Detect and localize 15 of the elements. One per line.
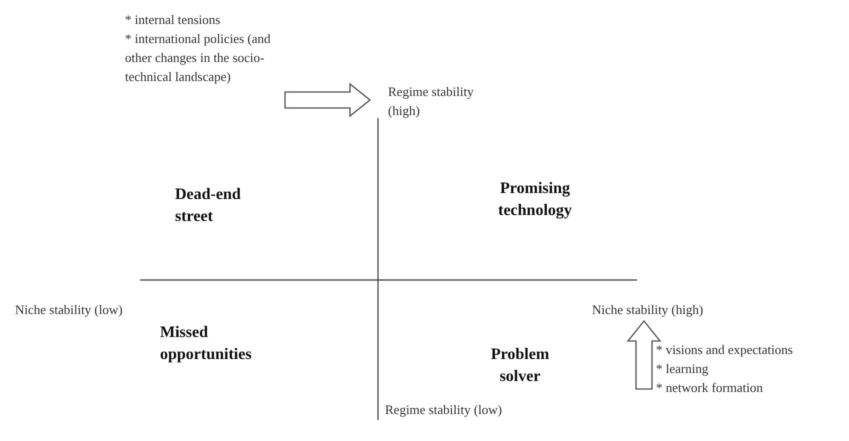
axis-label: Niche stability (high) (592, 301, 704, 319)
axis-label: Niche stability (low) (15, 301, 124, 319)
factor-item: * learning (656, 360, 710, 378)
axis-label: Regime stability (low) (385, 401, 503, 419)
factor-item: * internal tensions (125, 11, 222, 29)
quadrant-label: Dead-end street (175, 185, 242, 227)
quadrant-label: Promising technology (497, 179, 573, 221)
quadrant-label: Problem solver (490, 345, 550, 387)
hollow-arrow (626, 320, 662, 390)
hollow-arrow (284, 82, 372, 118)
quadrant-label: Missed opportunities (160, 323, 253, 365)
factor-item: * network formation (656, 379, 764, 397)
factor-item: * international policies (and other changes in the socio-technical landscape) (125, 30, 272, 86)
axis-label: Regime stability (high) (388, 83, 475, 120)
factor-item: * visions and expectations (656, 341, 794, 359)
